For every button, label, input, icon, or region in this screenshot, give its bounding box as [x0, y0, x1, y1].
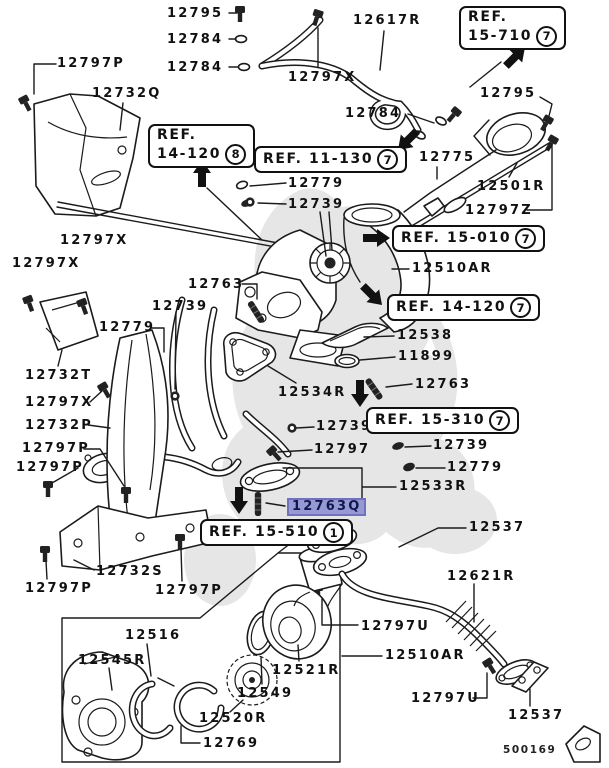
part-label-11899[interactable]: 11899 — [398, 349, 455, 364]
part-label-12797X[interactable]: 12797X — [25, 395, 94, 410]
part-label-12775[interactable]: 12775 — [419, 150, 476, 165]
part-label-12797P[interactable]: 12797P — [57, 56, 125, 71]
part-art-heatshield-12732Q — [33, 93, 141, 217]
ref-box-number: 7 — [510, 297, 532, 318]
part-label-12534R[interactable]: 12534R — [278, 385, 347, 400]
part-label-12784[interactable]: 12784 — [167, 32, 224, 47]
part-label-12763[interactable]: 12763 — [188, 277, 245, 292]
part-label-12797X[interactable]: 12797X — [288, 70, 357, 85]
part-label-12797P[interactable]: 12797P — [16, 460, 84, 475]
part-label-12621R[interactable]: 12621R — [447, 569, 516, 584]
part-label-12797P[interactable]: 12797P — [155, 583, 223, 598]
part-label-12797X[interactable]: 12797X — [12, 256, 81, 271]
part-label-12779[interactable]: 12779 — [447, 460, 504, 475]
ref-box-text: REF. — [468, 9, 508, 25]
part-label-12795[interactable]: 12795 — [167, 6, 224, 21]
part-label-12797Z[interactable]: 12797Z — [465, 203, 533, 218]
ref-box-text: REF. 15-510 — [209, 524, 320, 540]
ref-box-text: REF. 15-010 — [401, 230, 512, 246]
ref-box-text: 14-120 — [157, 146, 222, 162]
part-art-bracket-12732T — [39, 291, 99, 351]
ref-box-text: REF. — [157, 127, 197, 143]
part-label-12797P[interactable]: 12797P — [25, 581, 93, 596]
part-art-oil-pipe-12617R — [234, 6, 463, 142]
part-label-12510AR[interactable]: 12510AR — [385, 648, 466, 663]
part-label-12521R[interactable]: 12521R — [272, 663, 341, 678]
part-art-gasket-12534R — [222, 331, 277, 382]
part-label-12732Q[interactable]: 12732Q — [92, 86, 162, 101]
part-label-12549[interactable]: 12549 — [237, 686, 294, 701]
ref-box-text: REF. 15-310 — [375, 412, 486, 428]
part-label-12769[interactable]: 12769 — [203, 736, 260, 751]
part-art-gasket-12538 — [321, 322, 389, 349]
ref-box-text: REF. 11-130 — [263, 151, 374, 167]
part-art-oring-11899 — [334, 353, 360, 369]
part-label-12784[interactable]: 12784 — [167, 60, 224, 75]
part-label-12797U[interactable]: 12797U — [411, 691, 480, 706]
part-label-12533R[interactable]: 12533R — [399, 479, 468, 494]
part-label-12537[interactable]: 12537 — [469, 520, 526, 535]
part-label-12516[interactable]: 12516 — [125, 628, 182, 643]
part-art-fasteners — [17, 94, 499, 676]
part-label-12545R[interactable]: 12545R — [78, 653, 147, 668]
part-label-12617R[interactable]: 12617R — [353, 13, 422, 28]
part-art-elbow-12533R — [239, 410, 301, 492]
part-label-12784[interactable]: 12784 — [345, 106, 402, 121]
diagram-code: 500169 — [503, 744, 557, 756]
part-art-actuator-12501R — [397, 112, 560, 238]
part-label-12797[interactable]: 12797 — [314, 442, 371, 457]
part-art-oil-return-pipe-12621R — [306, 526, 601, 763]
ref-box-number: 8 — [225, 144, 247, 165]
ref-box-text: REF. 14-120 — [396, 299, 507, 315]
part-label-12779[interactable]: 12779 — [99, 320, 156, 335]
part-label-12739[interactable]: 12739 — [316, 419, 373, 434]
ref-box-number: 1 — [323, 522, 345, 543]
part-art-turbo-exploded-box — [61, 521, 343, 763]
ref-box-number: 7 — [489, 410, 511, 431]
leader-lines — [33, 12, 553, 744]
part-label-12795[interactable]: 12795 — [480, 86, 537, 101]
part-label-12797X[interactable]: 12797X — [60, 233, 129, 248]
part-label-12538[interactable]: 12538 — [397, 328, 454, 343]
part-label-12763[interactable]: 12763 — [415, 377, 472, 392]
part-label-12797U[interactable]: 12797U — [361, 619, 430, 634]
ref-box-text: 15-710 — [468, 28, 533, 44]
part-art-manifold — [82, 296, 242, 484]
part-label-12732S[interactable]: 12732S — [96, 564, 164, 579]
ref-box-number: 7 — [515, 228, 537, 249]
part-label-12739[interactable]: 12739 — [152, 299, 209, 314]
part-label-12779[interactable]: 12779 — [288, 176, 345, 191]
ref-box-number: 7 — [536, 26, 558, 47]
part-label-12732P[interactable]: 12732P — [25, 418, 93, 433]
part-label-12739[interactable]: 12739 — [433, 438, 490, 453]
part-label-12537[interactable]: 12537 — [508, 708, 565, 723]
part-label-12510AR[interactable]: 12510AR — [412, 261, 493, 276]
part-label-12732T[interactable]: 12732T — [25, 368, 93, 383]
part-label-12797P[interactable]: 12797P — [22, 441, 90, 456]
part-label-12763Q-selected[interactable]: 12763Q — [287, 498, 367, 516]
part-label-12739[interactable]: 12739 — [288, 197, 345, 212]
part-label-12501R[interactable]: 12501R — [477, 179, 546, 194]
ref-box-number: 7 — [377, 149, 399, 170]
part-label-12520R[interactable]: 12520R — [199, 711, 268, 726]
